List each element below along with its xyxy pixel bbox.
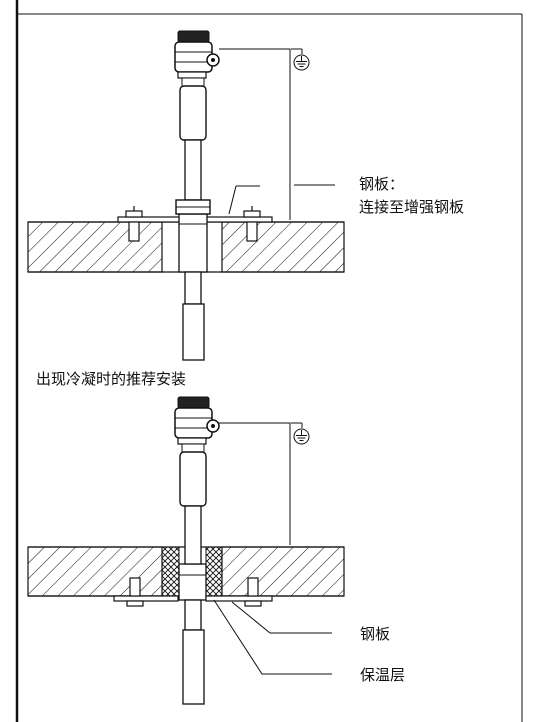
steel-plate-label: 钢板： — [359, 175, 405, 193]
ground-icon — [293, 428, 310, 445]
bottom-installation-drawing — [27, 396, 345, 705]
bolt-icon — [126, 577, 144, 607]
bolt-icon — [244, 577, 262, 607]
bolt-icon — [243, 206, 261, 242]
insulation-label: 保温层 — [360, 666, 406, 684]
steel-plate-note: 连接至增强钢板 — [359, 198, 465, 216]
condensation-caption: 出现冷凝时的推荐安装 — [36, 370, 187, 388]
steel-plate-label-bottom: 钢板 — [360, 625, 391, 643]
top-installation-drawing — [27, 30, 345, 361]
bolt-icon — [125, 206, 143, 242]
ground-icon — [293, 54, 310, 71]
